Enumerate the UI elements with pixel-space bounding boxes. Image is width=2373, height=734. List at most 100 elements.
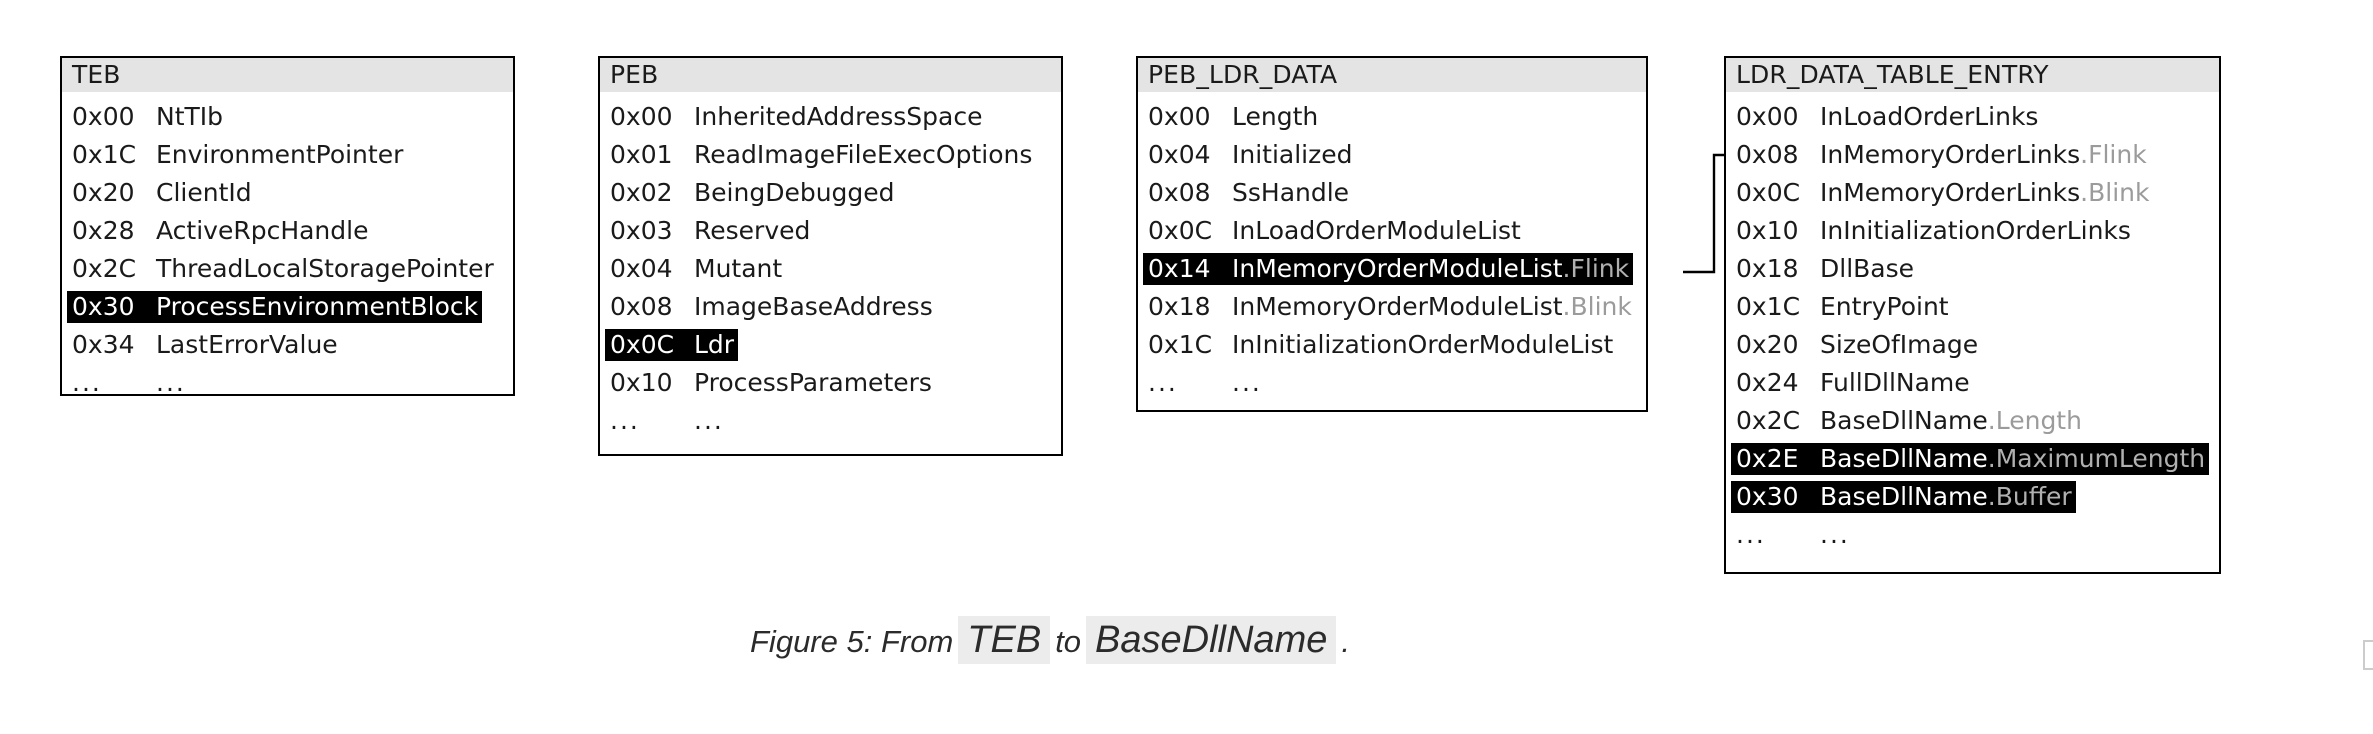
row-field-name: ... <box>1228 367 1266 399</box>
row-offset: ... <box>610 406 640 435</box>
row-field-name: EnvironmentPointer <box>152 139 407 171</box>
row-field-name: ... <box>690 405 728 437</box>
row-offset: 0x10 <box>1736 216 1799 245</box>
struct-rows-peb: 0x00 InheritedAddressSpace 0x01 ReadImageFi… <box>600 92 1061 447</box>
row-offset: 0x30 <box>67 291 152 323</box>
row-field-name: BaseDllName.MaximumLength <box>1816 443 2210 475</box>
row-field-base: EntryPoint <box>1820 292 1949 321</box>
row-field-base: DllBase <box>1820 254 1915 283</box>
row-field-base: EnvironmentPointer <box>156 140 404 169</box>
row-field-name: SizeOfImage <box>1816 329 1982 361</box>
row-field-name: ClientId <box>152 177 256 209</box>
row-field-name: ImageBaseAddress <box>690 291 937 323</box>
row-field-base: ProcessParameters <box>694 368 932 397</box>
row-offset: 0x01 <box>610 140 673 169</box>
row-field-base: Initialized <box>1232 140 1353 169</box>
row-field-name: FullDllName <box>1816 367 1974 399</box>
row-field-name: ... <box>1816 519 1854 551</box>
row-field-base: Reserved <box>694 216 811 245</box>
struct-row: 0x1C InInitializationOrderModuleList <box>1138 325 1646 363</box>
struct-row: ...... <box>1138 363 1646 401</box>
row-field-name: InMemoryOrderModuleList.Blink <box>1228 291 1636 323</box>
caption-code-basedllname: BaseDllName <box>1086 616 1337 664</box>
row-field-base: Mutant <box>694 254 783 283</box>
row-field-suffix: .Flink <box>1562 254 1630 283</box>
struct-row: ...... <box>600 401 1061 439</box>
row-field-name: NtTIb <box>152 101 227 133</box>
row-offset: 0x0C <box>1148 216 1213 245</box>
struct-row: 0x18 InMemoryOrderModuleList.Blink <box>1138 287 1646 325</box>
row-field-base: BaseDllName <box>1820 482 1988 511</box>
row-field-base: InLoadOrderModuleList <box>1232 216 1521 245</box>
row-field-name: ActiveRpcHandle <box>152 215 372 247</box>
row-field-name: LastErrorValue <box>152 329 342 361</box>
row-field-base: ProcessEnvironmentBlock <box>156 292 479 321</box>
row-field-base: InMemoryOrderLinks <box>1820 178 2081 207</box>
row-field-base: ... <box>1820 520 1850 549</box>
row-field-base: InheritedAddressSpace <box>694 102 983 131</box>
row-field-suffix: .MaximumLength <box>1987 444 2206 473</box>
row-field-base: ActiveRpcHandle <box>156 216 369 245</box>
row-field-base: ClientId <box>156 178 252 207</box>
row-field-name: InInitializationOrderModuleList <box>1228 329 1617 361</box>
row-field-name: InMemoryOrderLinks.Flink <box>1816 139 2151 171</box>
struct-title-ldr-data-table-entry: LDR_DATA_TABLE_ENTRY <box>1726 58 2219 92</box>
row-offset: ... <box>72 368 102 397</box>
row-field-name: Ldr <box>690 329 739 361</box>
row-offset: 0x1C <box>72 140 137 169</box>
struct-title-teb: TEB <box>62 58 513 92</box>
row-offset: 0x04 <box>1148 140 1211 169</box>
row-field-name: ... <box>152 367 190 399</box>
row-field-base: NtTIb <box>156 102 224 131</box>
row-field-name: EntryPoint <box>1816 291 1953 323</box>
struct-box-peb: PEB 0x00 InheritedAddressSpace 0x01 ReadIma… <box>598 56 1063 456</box>
row-field-base: ReadImageFileExecOptions <box>694 140 1033 169</box>
row-field-base: InMemoryOrderLinks <box>1820 140 2081 169</box>
row-offset: 0x2E <box>1731 443 1816 475</box>
row-offset: 0x24 <box>1736 368 1799 397</box>
row-field-base: FullDllName <box>1820 368 1970 397</box>
row-field-base: InMemoryOrderModuleList <box>1232 292 1563 321</box>
row-offset: 0x20 <box>72 178 135 207</box>
row-field-name: BaseDllName.Buffer <box>1816 481 2076 513</box>
row-field-name: ReadImageFileExecOptions <box>690 139 1036 171</box>
row-offset: 0x00 <box>610 102 673 131</box>
row-offset: 0x10 <box>610 368 673 397</box>
struct-title-peb: PEB <box>600 58 1061 92</box>
row-offset: 0x03 <box>610 216 673 245</box>
row-offset: 0x18 <box>1148 292 1211 321</box>
row-field-base: ... <box>156 368 186 397</box>
struct-row: 0x10 ProcessParameters <box>600 363 1061 401</box>
caption-period: . <box>1341 624 1350 659</box>
row-field-name: InLoadOrderModuleList <box>1228 215 1525 247</box>
row-offset: 0x14 <box>1143 253 1228 285</box>
struct-row: 0x00 InheritedAddressSpace <box>600 97 1061 135</box>
row-offset: 0x1C <box>1148 330 1213 359</box>
row-offset: 0x1C <box>1736 292 1801 321</box>
row-field-base: BaseDllName <box>1820 444 1988 473</box>
struct-row: 0x1C EntryPoint <box>1726 287 2219 325</box>
struct-row: 0x04 Initialized <box>1138 135 1646 173</box>
row-field-name: DllBase <box>1816 253 1918 285</box>
struct-row: 0x01 ReadImageFileExecOptions <box>600 135 1061 173</box>
